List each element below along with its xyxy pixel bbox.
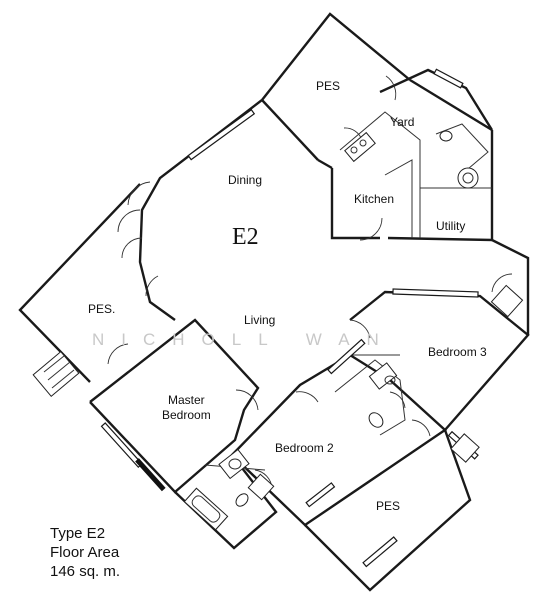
watermark-text: NICHOLL WAN: [92, 330, 396, 349]
caption-type: Type E2: [50, 525, 106, 542]
label-kitchen: Kitchen: [354, 192, 394, 206]
label-pes-top: PES: [316, 79, 340, 93]
label-bedroom-2: Bedroom 2: [275, 441, 334, 455]
label-utility: Utility: [436, 219, 465, 233]
caption-area-value: 146 sq. m.: [50, 563, 121, 580]
label-pes-bottom: PES: [376, 499, 400, 513]
door-swings: [107, 75, 513, 489]
caption-area-label: Floor Area: [50, 544, 120, 561]
label-pes-left: PES.: [88, 302, 115, 316]
label-dining: Dining: [228, 173, 262, 187]
windows: [100, 68, 479, 568]
plan-caption: Type E2 Floor Area 146 sq. m.: [50, 524, 120, 581]
label-yard: Yard: [390, 115, 414, 129]
room-labels: PES Yard Dining Kitchen Utility E2 PES. …: [88, 79, 487, 513]
unit-label: E2: [232, 224, 259, 250]
label-bedroom-3: Bedroom 3: [428, 345, 487, 359]
fixtures: [32, 130, 524, 531]
label-living: Living: [244, 313, 275, 327]
label-master-line2: Bedroom: [162, 408, 211, 422]
label-master-line1: Master: [168, 393, 205, 407]
